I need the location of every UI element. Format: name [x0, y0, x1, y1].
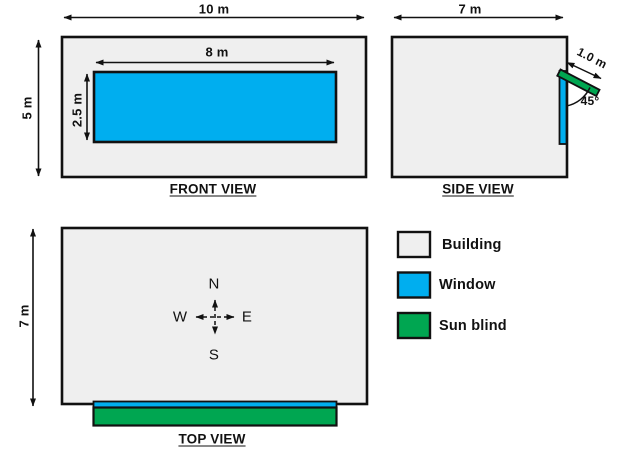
front-height-label: 5 m: [19, 96, 35, 120]
top-view-sun-blind: [92, 406, 338, 427]
compass-west-label: W: [172, 308, 188, 326]
side-view-title: SIDE VIEW: [442, 181, 514, 197]
side-view-window: [558, 70, 568, 145]
front-view-title: FRONT VIEW: [169, 181, 257, 197]
top-view-title: TOP VIEW: [178, 431, 246, 447]
front-width-label: 10 m: [198, 1, 230, 17]
blind-length-dimension-arrow: [566, 61, 602, 80]
legend-sun-blind-swatch: [396, 311, 432, 340]
compass-north-label: N: [208, 275, 220, 293]
window-height-label: 2.5 m: [69, 92, 85, 128]
compass-east-label: E: [241, 308, 253, 326]
legend-building-label: Building: [442, 237, 502, 253]
legend-window-label: Window: [439, 277, 496, 293]
blind-angle-arc: [566, 87, 591, 107]
blind-angle-label: 45°: [580, 94, 600, 108]
legend-sun-blind-label: Sun blind: [439, 318, 507, 334]
compass-south-label: S: [208, 346, 220, 364]
top-depth-label: 7 m: [16, 304, 32, 328]
side-width-label: 7 m: [458, 1, 482, 17]
legend-window-swatch: [396, 271, 432, 299]
side-view-building: [390, 35, 569, 179]
window-width-label: 8 m: [205, 44, 229, 60]
front-view-window: [92, 70, 338, 144]
legend-building-swatch: [396, 230, 432, 259]
